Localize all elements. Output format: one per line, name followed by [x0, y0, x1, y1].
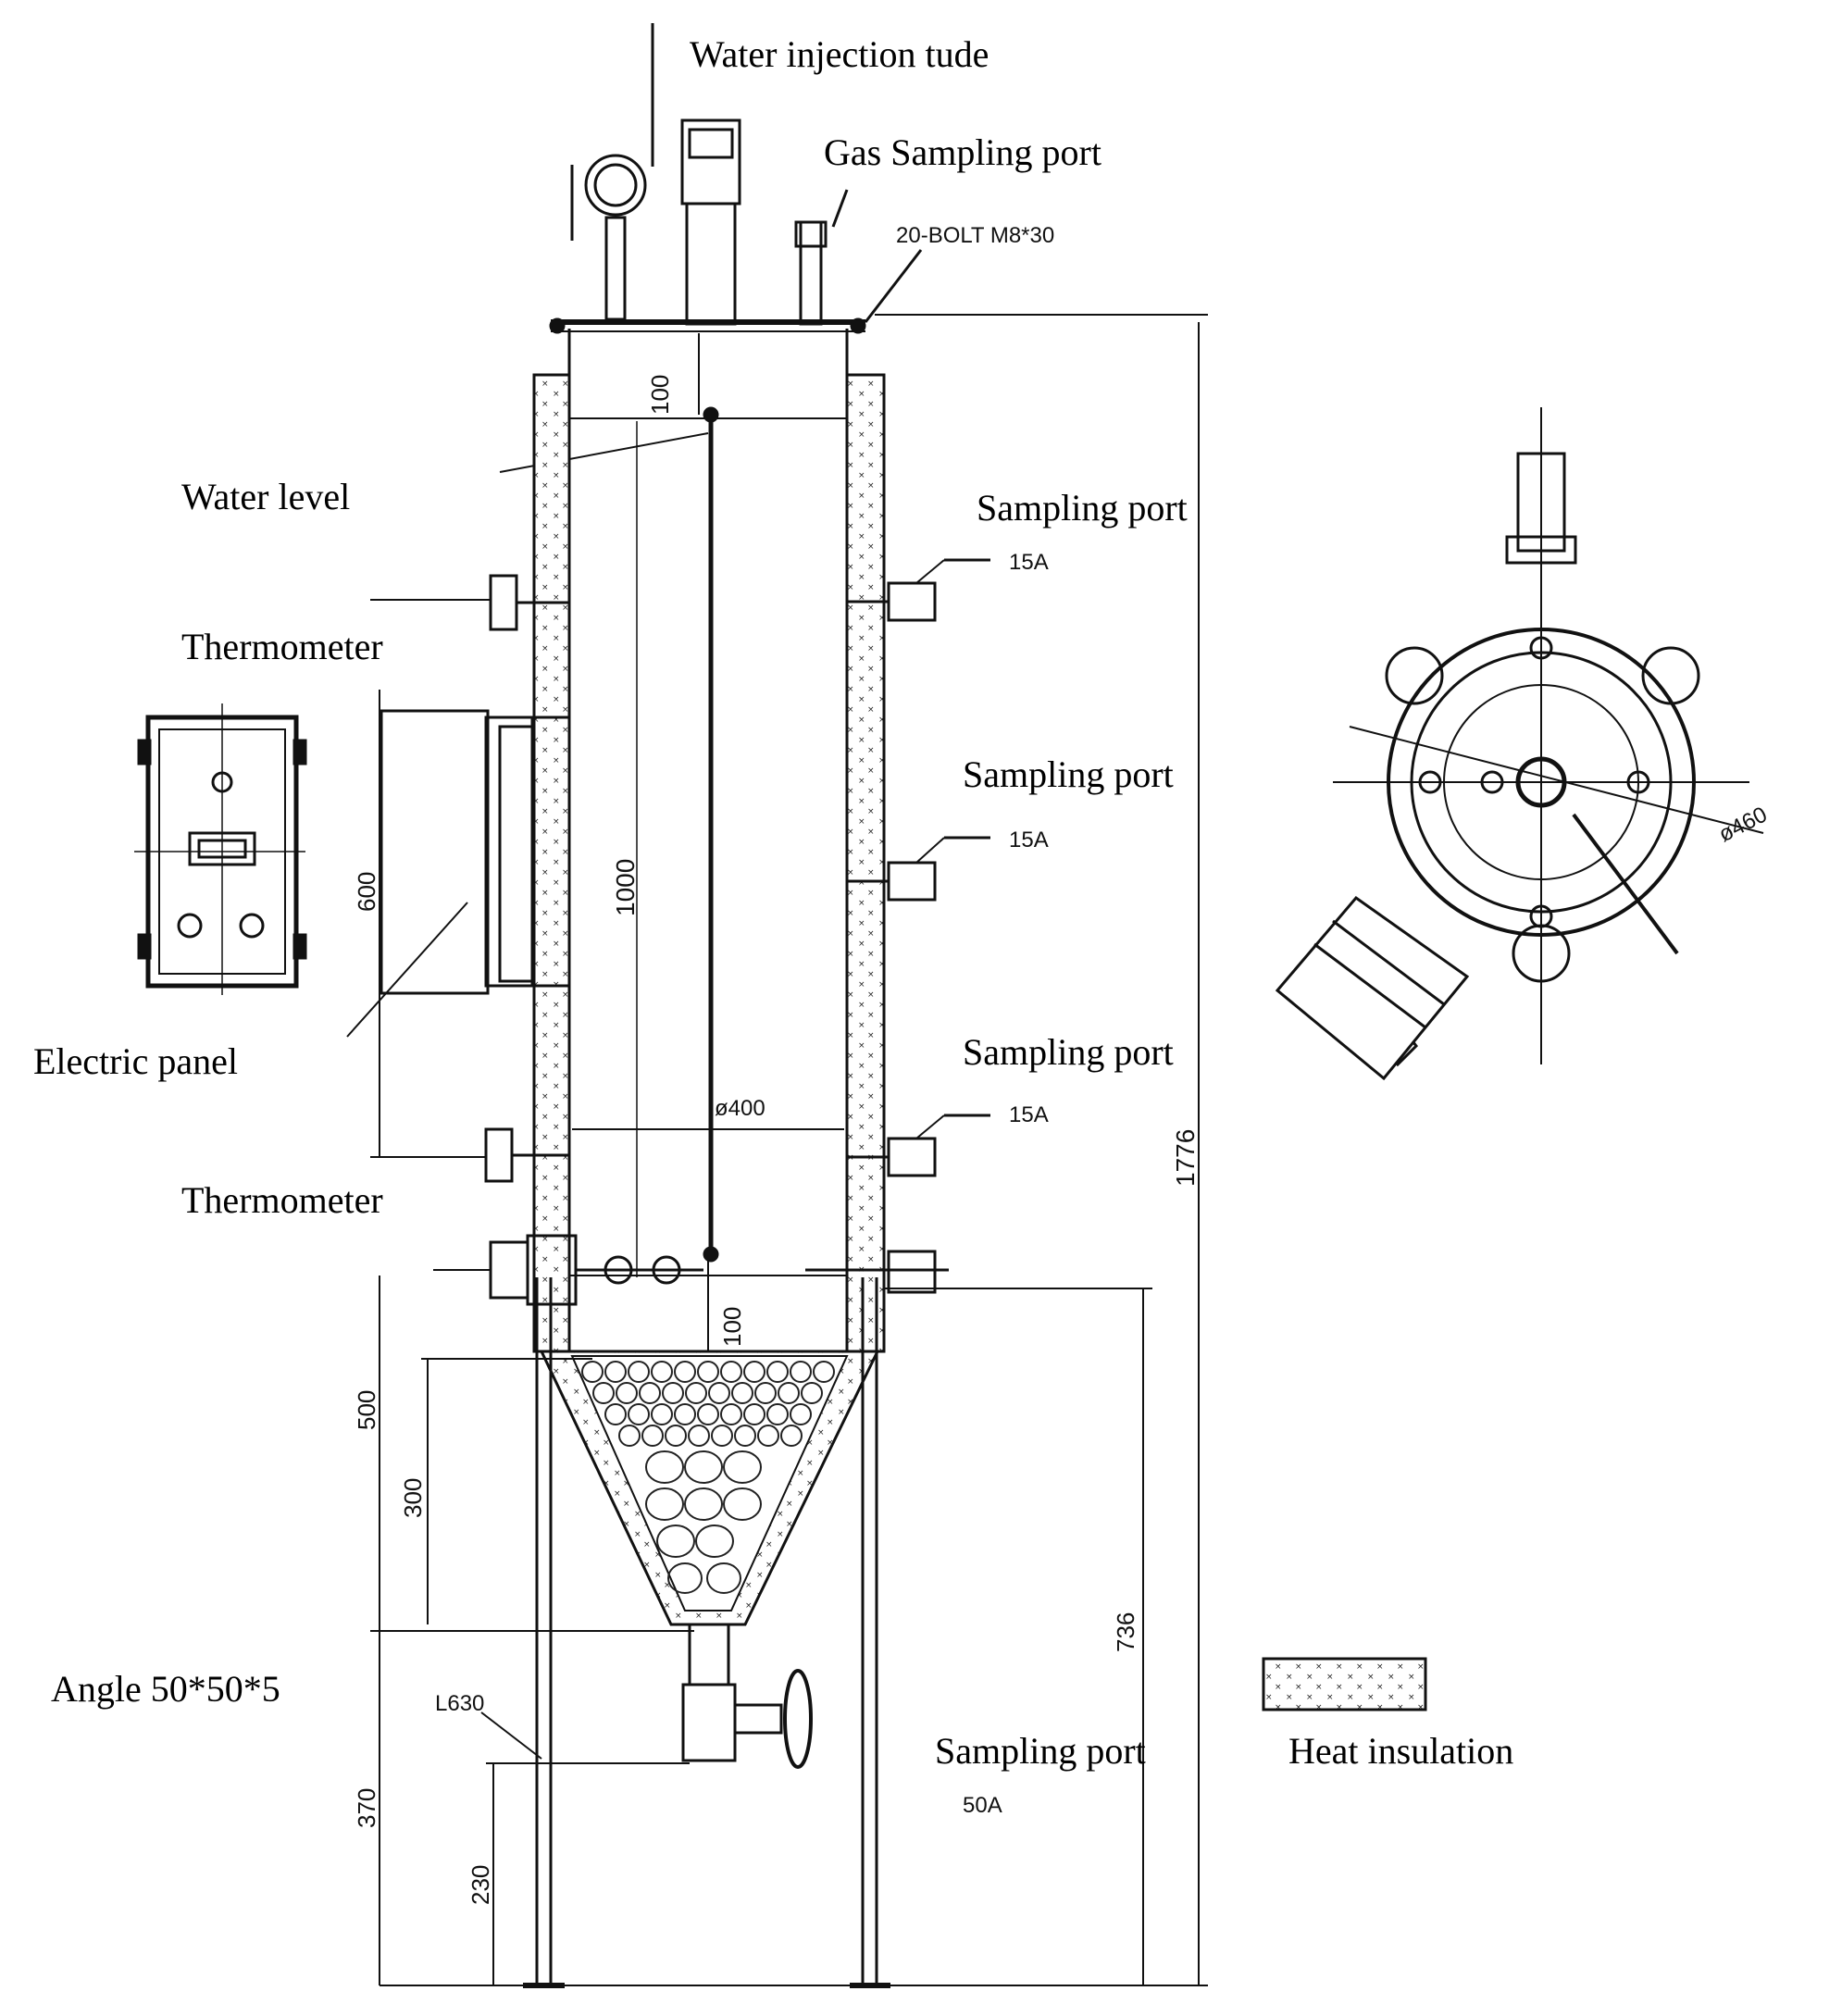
- heat-insulation-label: Heat insulation: [1288, 1730, 1513, 1772]
- dim-1000: 1000: [611, 859, 640, 916]
- dim-500: 500: [353, 1390, 380, 1430]
- dim-dia400: ø400: [715, 1096, 765, 1121]
- packing-balls: [581, 1361, 835, 1594]
- insulation-jacket: [532, 373, 886, 1353]
- left-ports: [370, 574, 949, 1306]
- port-size-15a-2: 15A: [1009, 828, 1049, 852]
- sampling-port-label-3: Sampling port: [963, 1031, 1174, 1073]
- dim-dia460: ø460: [1714, 802, 1771, 847]
- dim-1776: 1776: [1171, 1129, 1200, 1187]
- angle-label: Angle 50*50*5: [51, 1668, 280, 1710]
- dim-230: 230: [467, 1865, 494, 1905]
- dim-600: 600: [353, 872, 380, 912]
- water-injection-label: Water injection tude: [690, 33, 989, 75]
- cone-bottom: [539, 1350, 880, 1769]
- port-size-50a: 50A: [963, 1793, 1002, 1818]
- dim-370: 370: [353, 1788, 380, 1828]
- dimension-lines: [370, 322, 1208, 1986]
- electric-panel: [134, 703, 569, 1038]
- dim-736: 736: [1112, 1612, 1139, 1652]
- plan-view: [1275, 407, 1764, 1081]
- sampling-port-label-1: Sampling port: [977, 487, 1188, 529]
- heat-insulation-swatch: [1262, 1657, 1427, 1711]
- bolt-label: 20-BOLT M8*30: [896, 223, 1054, 248]
- right-ports: [847, 558, 990, 1177]
- dim-100-bottom: 100: [718, 1307, 746, 1347]
- dim-300: 300: [399, 1478, 427, 1518]
- port-size-15a-3: 15A: [1009, 1102, 1049, 1127]
- water-level-label: Water level: [181, 476, 350, 517]
- sampling-port-label-bottom: Sampling port: [935, 1730, 1146, 1772]
- port-size-15a-1: 15A: [1009, 550, 1049, 575]
- top-fittings: [570, 23, 1208, 326]
- thermometer-top-label: Thermometer: [181, 626, 383, 667]
- electric-panel-label: Electric panel: [33, 1040, 238, 1082]
- sampling-port-label-2: Sampling port: [963, 753, 1174, 795]
- gas-sampling-label: Gas Sampling port: [824, 131, 1101, 173]
- thermometer-bottom-label: Thermometer: [181, 1179, 383, 1221]
- dim-l630: L630: [435, 1691, 484, 1716]
- dim-100-top: 100: [646, 375, 674, 415]
